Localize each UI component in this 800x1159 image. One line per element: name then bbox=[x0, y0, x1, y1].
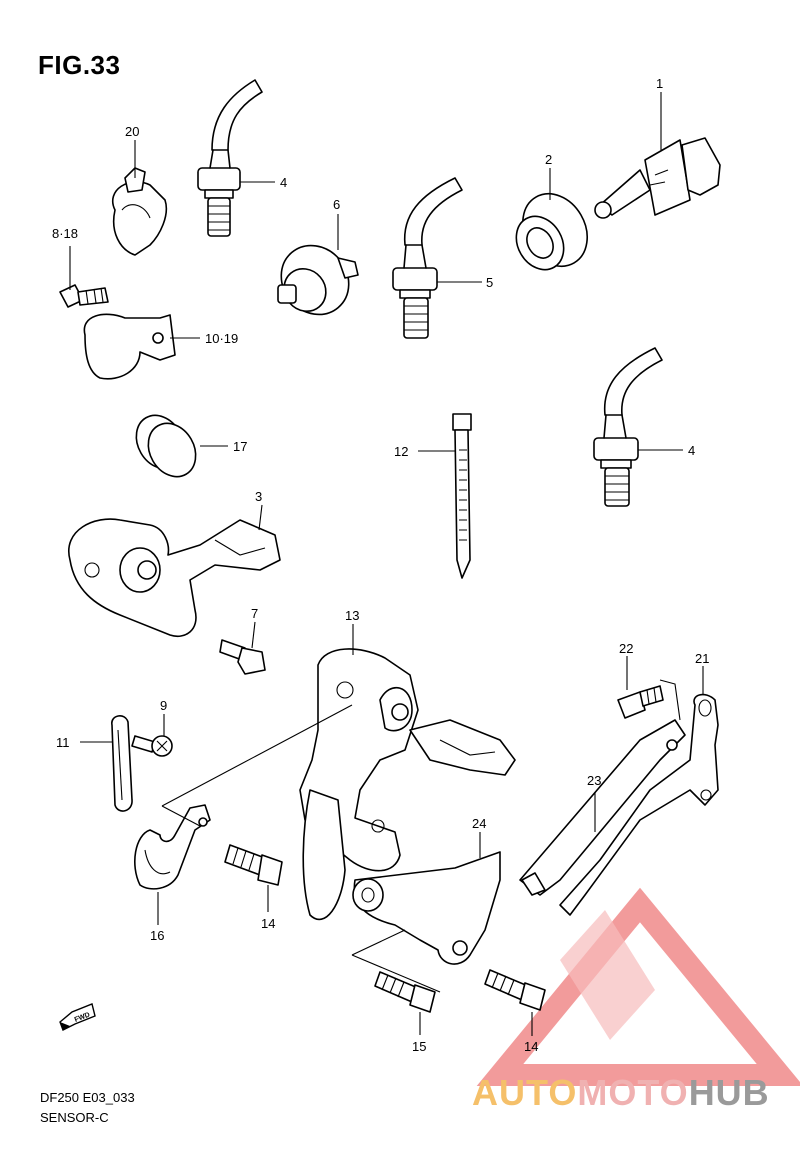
callout-3: 3 bbox=[255, 489, 262, 504]
part-17-grommet bbox=[135, 414, 197, 478]
part-5-sensor bbox=[392, 177, 463, 339]
brand-moto: MOTO bbox=[577, 1072, 689, 1113]
part-13-main-bracket bbox=[299, 648, 516, 921]
callout-7: 7 bbox=[251, 606, 258, 621]
part-14-bolt-right bbox=[484, 969, 546, 1011]
watermark-logo bbox=[476, 887, 800, 1086]
part-8-18-bolt bbox=[59, 284, 109, 308]
callout-9: 9 bbox=[160, 698, 167, 713]
figure-title: FIG.33 bbox=[38, 50, 121, 80]
callout-8-18: 8·18 bbox=[52, 226, 78, 241]
brand-hub: HUB bbox=[688, 1072, 770, 1113]
part-22-bolt bbox=[617, 685, 664, 719]
part-21-bracket bbox=[559, 693, 719, 916]
part-14-bolt-left bbox=[224, 844, 283, 886]
callout-21: 21 bbox=[695, 651, 709, 666]
callout-10-19: 10·19 bbox=[205, 331, 238, 346]
footer-section-name: SENSOR-C bbox=[40, 1110, 109, 1125]
callout-16: 16 bbox=[150, 928, 164, 943]
part-15-bolt bbox=[374, 971, 436, 1013]
part-3-bracket bbox=[67, 518, 281, 637]
callout-15: 15 bbox=[412, 1039, 426, 1054]
part-2-grommet bbox=[515, 193, 588, 271]
fwd-arrow-icon: FWD bbox=[59, 1003, 96, 1031]
callout-13: 13 bbox=[345, 608, 359, 623]
footer-model-code: DF250 E03_033 bbox=[40, 1090, 135, 1105]
leader-lines bbox=[69, 92, 704, 1036]
part-6-knock-sensor bbox=[277, 244, 359, 316]
callout-14-left: 14 bbox=[261, 916, 275, 931]
callout-4-right: 4 bbox=[688, 443, 695, 458]
callout-5: 5 bbox=[486, 275, 493, 290]
callout-4-top: 4 bbox=[280, 175, 287, 190]
callout-24: 24 bbox=[472, 816, 486, 831]
callout-23: 23 bbox=[587, 773, 601, 788]
callout-1: 1 bbox=[656, 76, 663, 91]
part-10-19-clamp bbox=[83, 313, 176, 380]
part-4-sensor-top bbox=[197, 79, 263, 237]
part-16-clip bbox=[134, 804, 211, 890]
callout-labels: 1 2 20 4 6 8·18 5 10·19 17 12 4 3 7 13 2… bbox=[52, 76, 709, 1054]
part-11-strap bbox=[111, 715, 133, 812]
callout-6: 6 bbox=[333, 197, 340, 212]
callout-12: 12 bbox=[394, 444, 408, 459]
part-7-bolt bbox=[219, 639, 266, 675]
callout-14-right: 14 bbox=[524, 1039, 538, 1054]
callout-22: 22 bbox=[619, 641, 633, 656]
watermark-brand-text: AUTOMOTOHUB bbox=[472, 1072, 770, 1114]
callout-2: 2 bbox=[545, 152, 552, 167]
part-20-clip bbox=[112, 167, 168, 256]
callout-17: 17 bbox=[233, 439, 247, 454]
part-1-sensor-connector bbox=[594, 137, 721, 219]
part-4-sensor-right bbox=[593, 347, 663, 507]
part-12-cable-tie bbox=[452, 413, 472, 579]
part-23-bar bbox=[519, 719, 686, 896]
part-9-screw bbox=[131, 735, 173, 757]
part-24-plate bbox=[352, 851, 501, 965]
callout-20: 20 bbox=[125, 124, 139, 139]
brand-auto: AUTO bbox=[472, 1072, 578, 1113]
callout-11: 11 bbox=[56, 735, 70, 750]
